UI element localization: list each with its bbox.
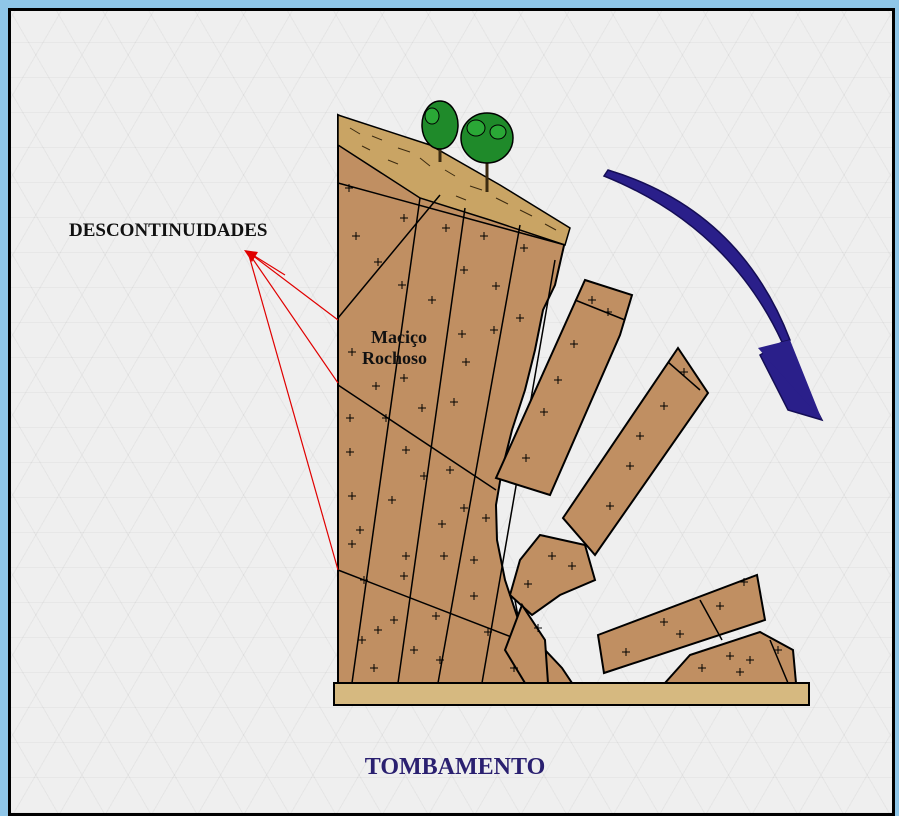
- discontinuity-leader-lines: [247, 251, 339, 571]
- tree-right: [460, 112, 514, 192]
- toppling-direction-arrow: [602, 169, 824, 422]
- block-tall-toppled: [494, 278, 634, 497]
- rock-mass: [337, 113, 574, 684]
- block-lower-left: [503, 602, 550, 684]
- tree-left: [421, 100, 459, 162]
- rock-plus-marks: [345, 184, 782, 676]
- soil-texture: [349, 127, 557, 231]
- block-leaning: [561, 346, 710, 557]
- ground-base: [333, 682, 810, 706]
- discontinuities-label: DESCONTINUIDADES: [69, 220, 268, 241]
- block-middle: [508, 533, 597, 617]
- rock-mass-label-line1: Maciço: [371, 327, 427, 347]
- rock-joints: [337, 182, 566, 684]
- leader-arrowhead: [244, 250, 258, 262]
- diagram-title: TOMBAMENTO: [365, 754, 545, 780]
- rock-mass-label-line2: Rochoso: [362, 348, 427, 368]
- block-fallen-upper: [596, 573, 767, 675]
